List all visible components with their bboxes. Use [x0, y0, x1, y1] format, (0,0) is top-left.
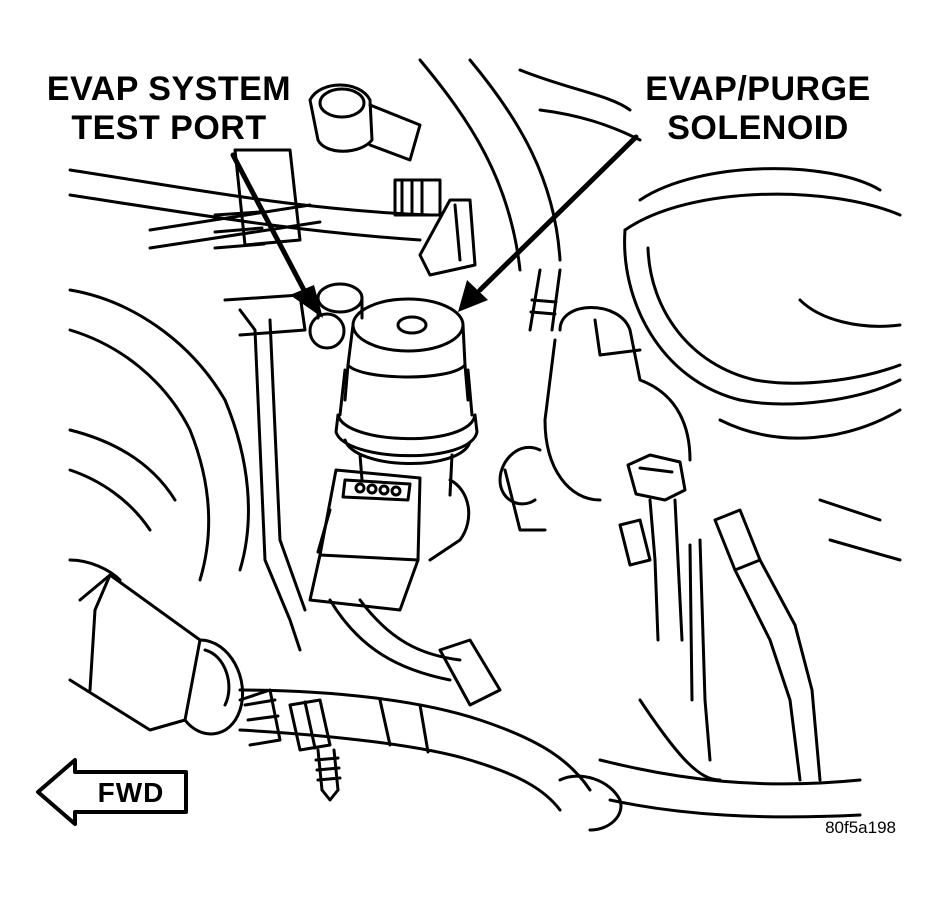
vacuum-lines — [638, 498, 902, 782]
solenoid-label: EVAP/PURGE SOLENOID — [628, 70, 888, 149]
figure-id: 80f5a198 — [825, 818, 896, 837]
test-port-part — [308, 282, 364, 350]
air-duct — [68, 288, 307, 652]
test-port-label-line-1: EVAP SYSTEM — [46, 70, 292, 108]
forward-direction-label: FWD — [97, 777, 165, 808]
canister-housing — [623, 167, 902, 440]
elbow-fitting — [498, 268, 692, 642]
test-port-arrow-line — [230, 152, 308, 295]
test-port-arrow-head — [290, 285, 323, 318]
upper-engine-structure — [68, 58, 642, 277]
test-port-label-line-2: TEST PORT — [71, 109, 267, 148]
solenoid-arrow-line — [477, 134, 639, 293]
leader-arrows — [230, 134, 639, 318]
test-port-label: EVAP SYSTEM TEST PORT — [34, 70, 304, 149]
solenoid-arrow-head — [458, 280, 488, 312]
solenoid-label-line-1: EVAP/PURGE — [645, 70, 871, 108]
left-arrow-icon — [36, 758, 188, 826]
left-connector — [68, 558, 282, 747]
wiring-harness — [238, 598, 862, 832]
solenoid-part — [308, 297, 479, 612]
solenoid-label-line-2: SOLENOID — [667, 109, 849, 148]
